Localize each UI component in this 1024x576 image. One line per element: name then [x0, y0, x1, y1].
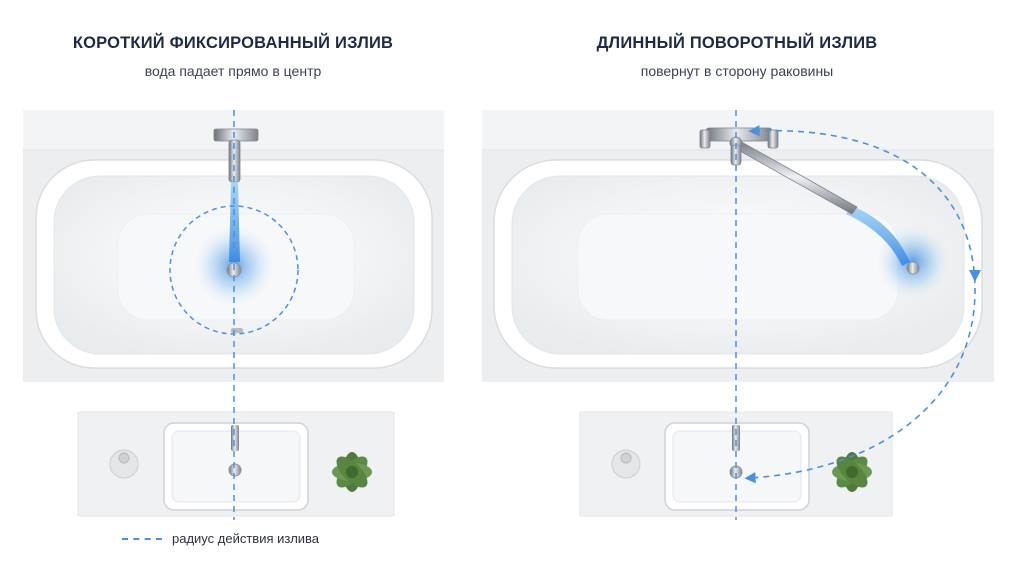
right-faucet-handle-right-icon — [767, 129, 779, 149]
legend-label: радиус действия излива — [172, 531, 320, 546]
left-faucet-base — [213, 128, 259, 142]
right-arc-mid-arrow-icon — [969, 270, 981, 282]
left-panel-subtitle: вода падает прямо в центр — [144, 63, 322, 79]
legend: радиус действия излива — [122, 531, 319, 546]
right-panel-title: ДЛИННЫЙ ПОВОРОТНЫЙ ИЗЛИВ — [596, 34, 878, 52]
legend-dash-icon — [122, 537, 162, 540]
right-water-stream — [846, 206, 910, 266]
left-panel-title: КОРОТКИЙ ФИКСИРОВАННЫЙ ИЗЛИВ — [72, 34, 394, 52]
right-rotation-arc — [744, 125, 976, 484]
right-panel-subtitle: повернут в сторону раковины — [640, 63, 834, 79]
left-sink-faucet — [231, 425, 239, 451]
right-faucet-handle-left-icon — [699, 129, 711, 149]
left-vanity-scene — [77, 411, 395, 517]
left-overflow-icon — [231, 328, 243, 333]
right-sink-faucet — [732, 425, 740, 451]
left-sink-drain-icon — [228, 463, 242, 477]
right-soap-dish-icon — [611, 449, 641, 479]
left-plant-icon — [332, 452, 372, 492]
right-drain-icon — [906, 261, 920, 275]
left-soap-dish-icon — [109, 449, 139, 479]
right-bath-scene — [482, 110, 994, 382]
right-plant-icon — [832, 452, 872, 492]
